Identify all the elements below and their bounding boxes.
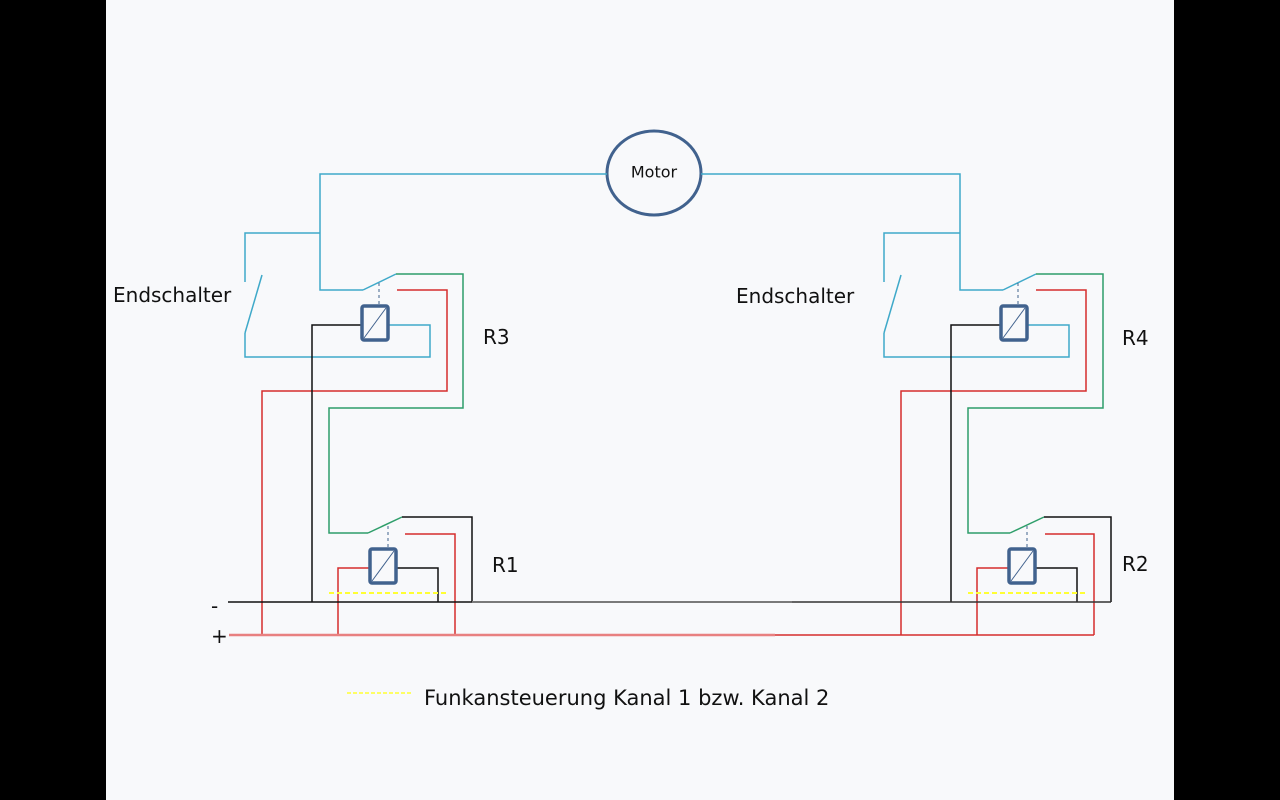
limit-switch-left-label: Endschalter <box>113 283 232 307</box>
limit-switch-right-wire <box>883 232 960 282</box>
limit-switch-left-wire <box>244 232 320 282</box>
legend-text: Funkansteuerung Kanal 1 bzw. Kanal 2 <box>424 686 829 710</box>
r4-green-wire <box>967 273 1104 534</box>
relay-r2-label: R2 <box>1122 552 1149 576</box>
r3-red-wire <box>261 289 448 635</box>
wire-motor-left <box>319 173 607 291</box>
relay-r3-label: R3 <box>483 325 510 349</box>
r2-black-wire <box>1044 516 1112 602</box>
r1-switch-contact <box>367 516 403 534</box>
limit-switch-left-contact <box>244 274 263 334</box>
limit-switch-right-contact <box>883 274 902 334</box>
wire-motor-right <box>701 173 1003 291</box>
r2-coil-slash <box>1010 550 1034 582</box>
motor-symbol <box>605 129 703 217</box>
r1-red-contact-wire <box>405 533 456 635</box>
limit-switch-right-label: Endschalter <box>736 284 855 308</box>
r3-green-wire <box>328 273 464 534</box>
minus-label: - <box>211 594 218 618</box>
r4-red-wire <box>900 289 1087 635</box>
r2-coil-black-wire <box>1036 567 1078 602</box>
relay-r4-label: R4 <box>1122 326 1149 350</box>
limit-switch-left-return <box>244 324 431 358</box>
r4-switch-contact <box>1002 273 1037 291</box>
r3-coil-slash <box>363 307 387 339</box>
limit-switch-right-return <box>883 324 1070 358</box>
r2-switch-contact <box>1009 516 1045 534</box>
r1-coil-black-wire <box>397 567 439 602</box>
r4-coil-black-wire <box>950 324 1000 602</box>
r1-coil-red-wire <box>337 567 370 635</box>
plus-label: + <box>211 624 228 648</box>
r2-coil-red-wire <box>976 567 1009 635</box>
r1-coil-slash <box>371 550 395 582</box>
r2-red-contact-wire <box>1045 533 1095 635</box>
r4-coil-slash <box>1002 307 1026 339</box>
relay-r1-label: R1 <box>492 553 519 577</box>
motor-label: Motor <box>631 163 678 182</box>
r3-coil-black-wire <box>311 324 361 602</box>
r1-black-wire <box>402 516 473 602</box>
r3-switch-contact <box>362 273 397 291</box>
